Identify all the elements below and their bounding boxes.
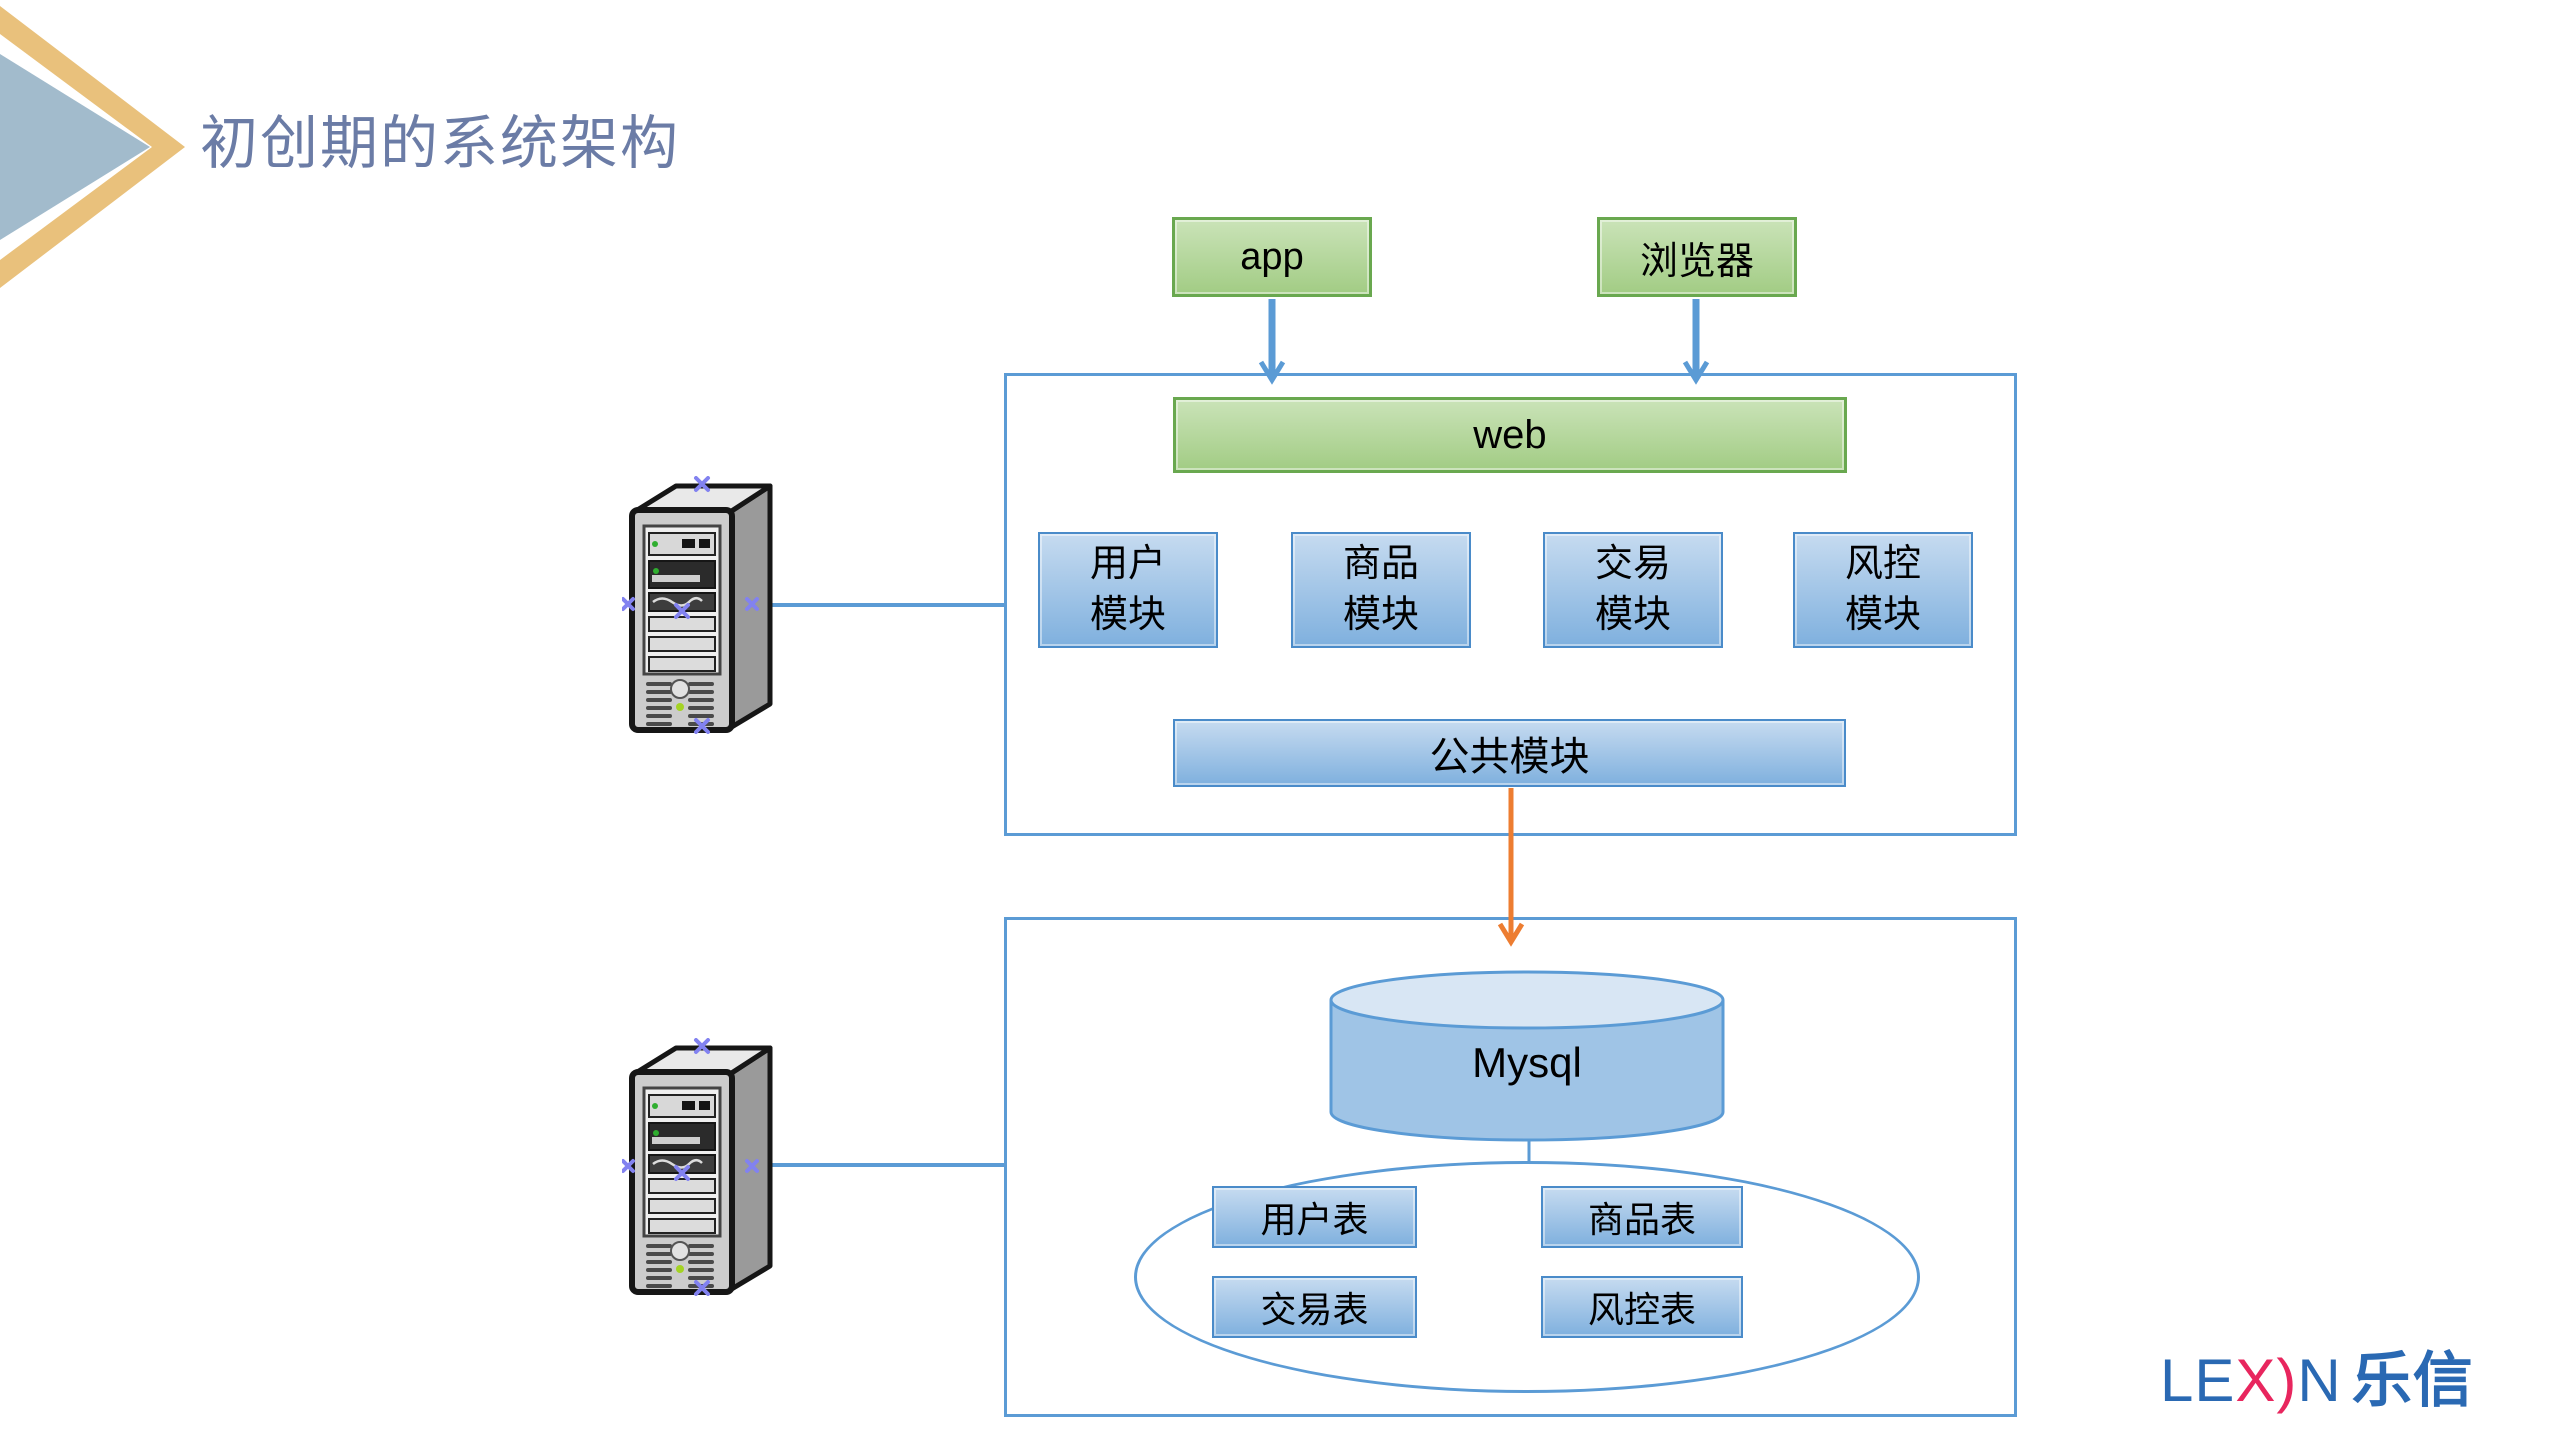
server-icon bbox=[622, 476, 782, 734]
mysql-label: Mysql bbox=[1472, 1039, 1582, 1086]
module-user: 用户 模块 bbox=[1038, 532, 1218, 648]
page-title: 初创期的系统架构 bbox=[200, 111, 681, 176]
common-module-node: 公共模块 bbox=[1173, 719, 1846, 787]
module-trade: 交易 模块 bbox=[1543, 532, 1723, 648]
table-trade: 交易表 bbox=[1212, 1276, 1417, 1338]
logo-x: X bbox=[2235, 1347, 2277, 1414]
logo-cn: 乐信 bbox=[2351, 1347, 2474, 1414]
mysql-cylinder-icon bbox=[1329, 970, 1725, 1142]
logo-n: N bbox=[2297, 1347, 2342, 1414]
chevron-slate-triangle bbox=[0, 54, 150, 240]
chevron-gold-band bbox=[0, 6, 185, 288]
table-user: 用户表 bbox=[1212, 1186, 1417, 1248]
logo-paren: ) bbox=[2276, 1347, 2298, 1414]
server-icon bbox=[622, 1038, 782, 1296]
module-risk: 风控 模块 bbox=[1793, 532, 1973, 648]
logo-le: LE bbox=[2160, 1347, 2236, 1414]
table-product: 商品表 bbox=[1541, 1186, 1743, 1248]
chevron-decoration bbox=[0, 6, 185, 288]
app-node: app bbox=[1172, 217, 1372, 297]
web-node: web bbox=[1173, 397, 1847, 473]
browser-node: 浏览器 bbox=[1597, 217, 1797, 297]
table-risk: 风控表 bbox=[1541, 1276, 1743, 1338]
module-product: 商品 模块 bbox=[1291, 532, 1471, 648]
